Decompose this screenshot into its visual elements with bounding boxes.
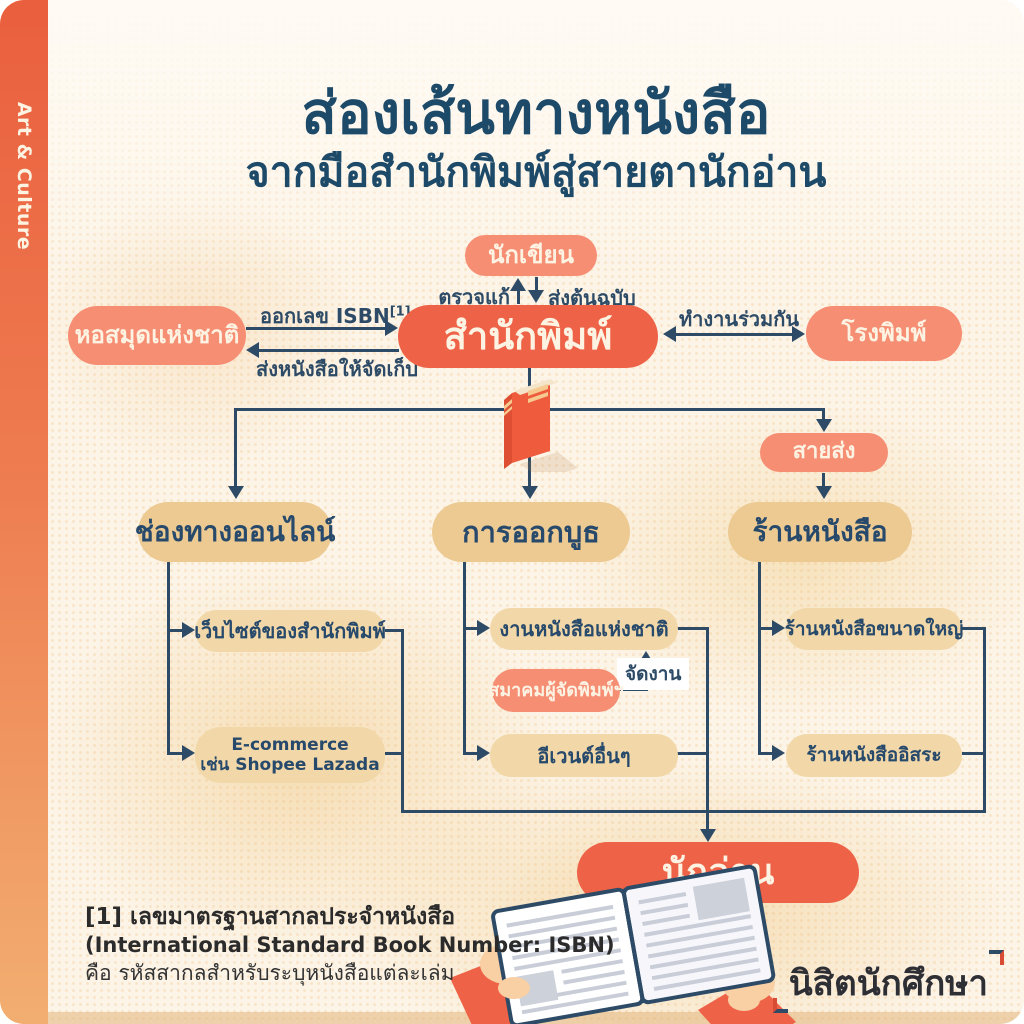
node-independent-bookstores: ร้านหนังสืออิสระ: [786, 734, 962, 777]
connector-line: [676, 333, 793, 336]
arrowhead: [700, 829, 716, 842]
arrowhead: [510, 278, 526, 291]
page-subtitle: จากมือสำนักพิมพ์สู่สายตานักอ่าน: [245, 148, 827, 196]
connector-line: [758, 627, 773, 630]
connector-line: [463, 627, 478, 630]
footnote-line1: [1] เลขมาตรฐานสากลประจำหนังสือ: [85, 904, 456, 930]
node-ecommerce-line1: E-commerce: [231, 734, 349, 755]
publication-logo: นิสิตนักศึกษา: [772, 950, 1004, 1013]
arrowhead: [385, 320, 398, 336]
node-bookstores: ร้านหนังสือ: [728, 502, 912, 562]
logo-text: นิสิตนักศึกษา: [788, 964, 988, 1004]
node-publisher-website: เว็บไซต์ของสำนักพิมพ์: [194, 610, 386, 652]
arrowhead: [772, 620, 785, 636]
connector-line: [167, 629, 183, 632]
edge-label-isbn: ออกเลข ISBN[1]: [260, 300, 411, 332]
node-printing-house: โรงพิมพ์: [806, 306, 962, 361]
connector-line: [401, 810, 986, 813]
node-online-channels: ช่องทางออนไลน์: [135, 502, 335, 562]
connector-line: [983, 627, 986, 813]
node-large-bookstores: ร้านหนังสือขนาดใหญ่: [785, 608, 963, 650]
node-writer: นักเขียน: [465, 235, 597, 276]
connector-line: [259, 349, 399, 352]
arrowhead: [792, 326, 805, 342]
node-national-library: หอสมุดแห่งชาติ: [68, 306, 246, 365]
connector-line: [517, 290, 520, 304]
connector-line: [167, 752, 183, 755]
connector-line: [401, 629, 404, 813]
footnote: [1] เลขมาตรฐานสากลประจำหนังสือ (Internat…: [85, 902, 615, 988]
arrowhead: [816, 486, 832, 499]
connector-line: [385, 752, 403, 755]
node-booth-events: การออกบูธ: [432, 502, 630, 562]
connector-line: [758, 752, 773, 755]
connector-line: [463, 562, 466, 755]
arrowhead: [246, 342, 259, 358]
logo-corner-mark-icon: [772, 998, 788, 1013]
arrowhead: [663, 326, 676, 342]
connector-line: [463, 752, 478, 755]
arrowhead: [182, 622, 195, 638]
edge-label-work-together: ทำงานร่วมกัน: [678, 307, 800, 331]
logo-corner-mark-icon: [989, 950, 1004, 965]
connector-line: [758, 562, 761, 755]
edge-label-organize: จัดงาน: [617, 658, 690, 690]
connector-line: [706, 627, 709, 831]
arrowhead: [477, 620, 490, 636]
connector-line: [677, 627, 708, 630]
edge-label-isbn-text: ออกเลข ISBN: [260, 304, 390, 328]
connector-line: [535, 277, 538, 291]
connector-line: [234, 410, 237, 486]
footnote-line3: คือ รหัสสากลสำหรับระบุหนังสือแต่ละเล่ม: [85, 961, 455, 986]
arrowhead: [477, 745, 490, 761]
connector-line: [167, 562, 170, 755]
arrowhead: [182, 745, 195, 761]
connector-line: [822, 473, 825, 486]
arrowhead: [522, 486, 538, 499]
node-publisher: สำนักพิมพ์: [398, 305, 658, 368]
edge-label-archive: ส่งหนังสือให้จัดเก็บ: [256, 357, 419, 381]
open-book-illustration: [450, 864, 796, 1024]
arrowhead: [228, 486, 244, 499]
connector-line: [962, 752, 985, 755]
connector-line: [677, 752, 708, 755]
connector-line: [822, 410, 825, 420]
footnote-line2: (International Standard Book Number: ISB…: [85, 933, 615, 958]
connector-line: [385, 629, 403, 632]
connector-line: [246, 327, 386, 330]
category-sidebar: Art & Culture: [0, 0, 48, 1024]
node-publishers-association: สมาคมผู้จัดพิมพ์ฯ: [488, 669, 624, 712]
book-icon: [504, 379, 578, 472]
connector-line: [962, 627, 985, 630]
arrowhead: [528, 290, 544, 303]
arrowhead: [772, 745, 785, 761]
node-national-book-fair: งานหนังสือแห่งชาติ: [490, 608, 678, 650]
node-other-events: อีเวนต์อื่นๆ: [490, 734, 678, 777]
node-ecommerce-line2: เช่น Shopee Lazada: [200, 755, 380, 775]
node-distributor: สายส่ง: [760, 433, 888, 472]
page-title: ส่องเส้นทางหนังสือ: [301, 79, 771, 147]
category-label: Art & Culture: [13, 101, 35, 251]
node-ecommerce: E-commerce เช่น Shopee Lazada: [195, 727, 385, 783]
category-label-wrap: Art & Culture: [0, 66, 48, 286]
arrowhead: [816, 419, 832, 432]
